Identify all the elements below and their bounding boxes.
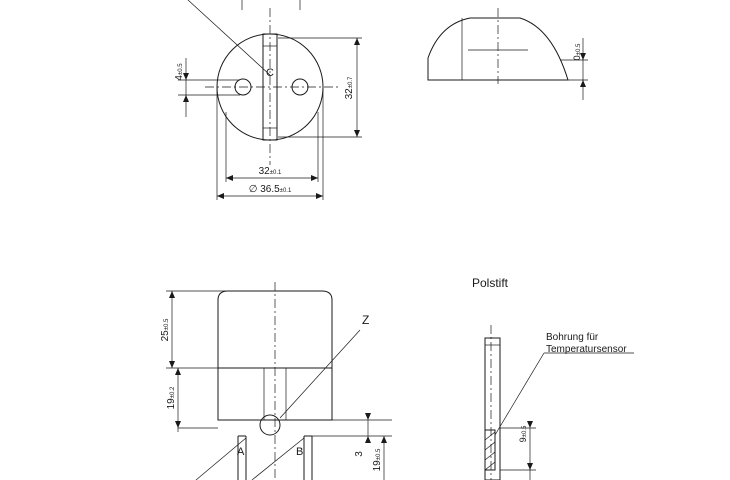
sensor-hole <box>484 429 496 471</box>
front-dim-diameter: ∅ 36.5±0.1 <box>249 184 292 195</box>
datum-c-label: C <box>266 67 274 79</box>
front-dim-height: 32±0.7 <box>344 76 355 99</box>
pin-a-label: A <box>237 446 245 458</box>
side-dim-edge: 0±0.5 <box>572 43 582 60</box>
lower-dim-mid: 19±0.2 <box>166 386 177 409</box>
earth-strip <box>262 33 278 141</box>
polstift-dim-hole: 9±0.5 <box>518 425 528 442</box>
plug-body-upper <box>217 290 333 369</box>
lower-dim-pin: 19±0.5 <box>372 448 383 471</box>
lower-view: Z A B 25±0.5 19±0.2 3 19±0.5 <box>160 282 392 480</box>
lower-dim-top: 25±0.5 <box>160 318 171 341</box>
side-profile <box>427 17 569 81</box>
polstift-pin <box>484 337 501 480</box>
side-view: 0±0.5 <box>427 8 588 100</box>
pin-b-label: B <box>296 446 303 458</box>
detail-z-label: Z <box>362 313 369 327</box>
pin-hole-left <box>234 78 252 96</box>
polstift-note-1: Bohrung für <box>546 332 599 343</box>
polstift-title: Polstift <box>472 276 509 290</box>
front-dim-width: 32±0.1 <box>259 166 282 177</box>
front-view: C 4±0.5 32±0.7 32±0.1 ∅ 36.5±0.1 <box>174 0 362 200</box>
front-dim-left: 4±0.5 <box>174 63 185 81</box>
polstift-view: Polstift Bohrung für Temperatursensor 9±… <box>472 276 634 480</box>
lower-dim-small: 3 <box>354 451 365 457</box>
polstift-note-2: Temperatursensor <box>546 344 627 355</box>
pin-hole-right <box>291 78 309 96</box>
detail-z-circle <box>259 414 281 436</box>
